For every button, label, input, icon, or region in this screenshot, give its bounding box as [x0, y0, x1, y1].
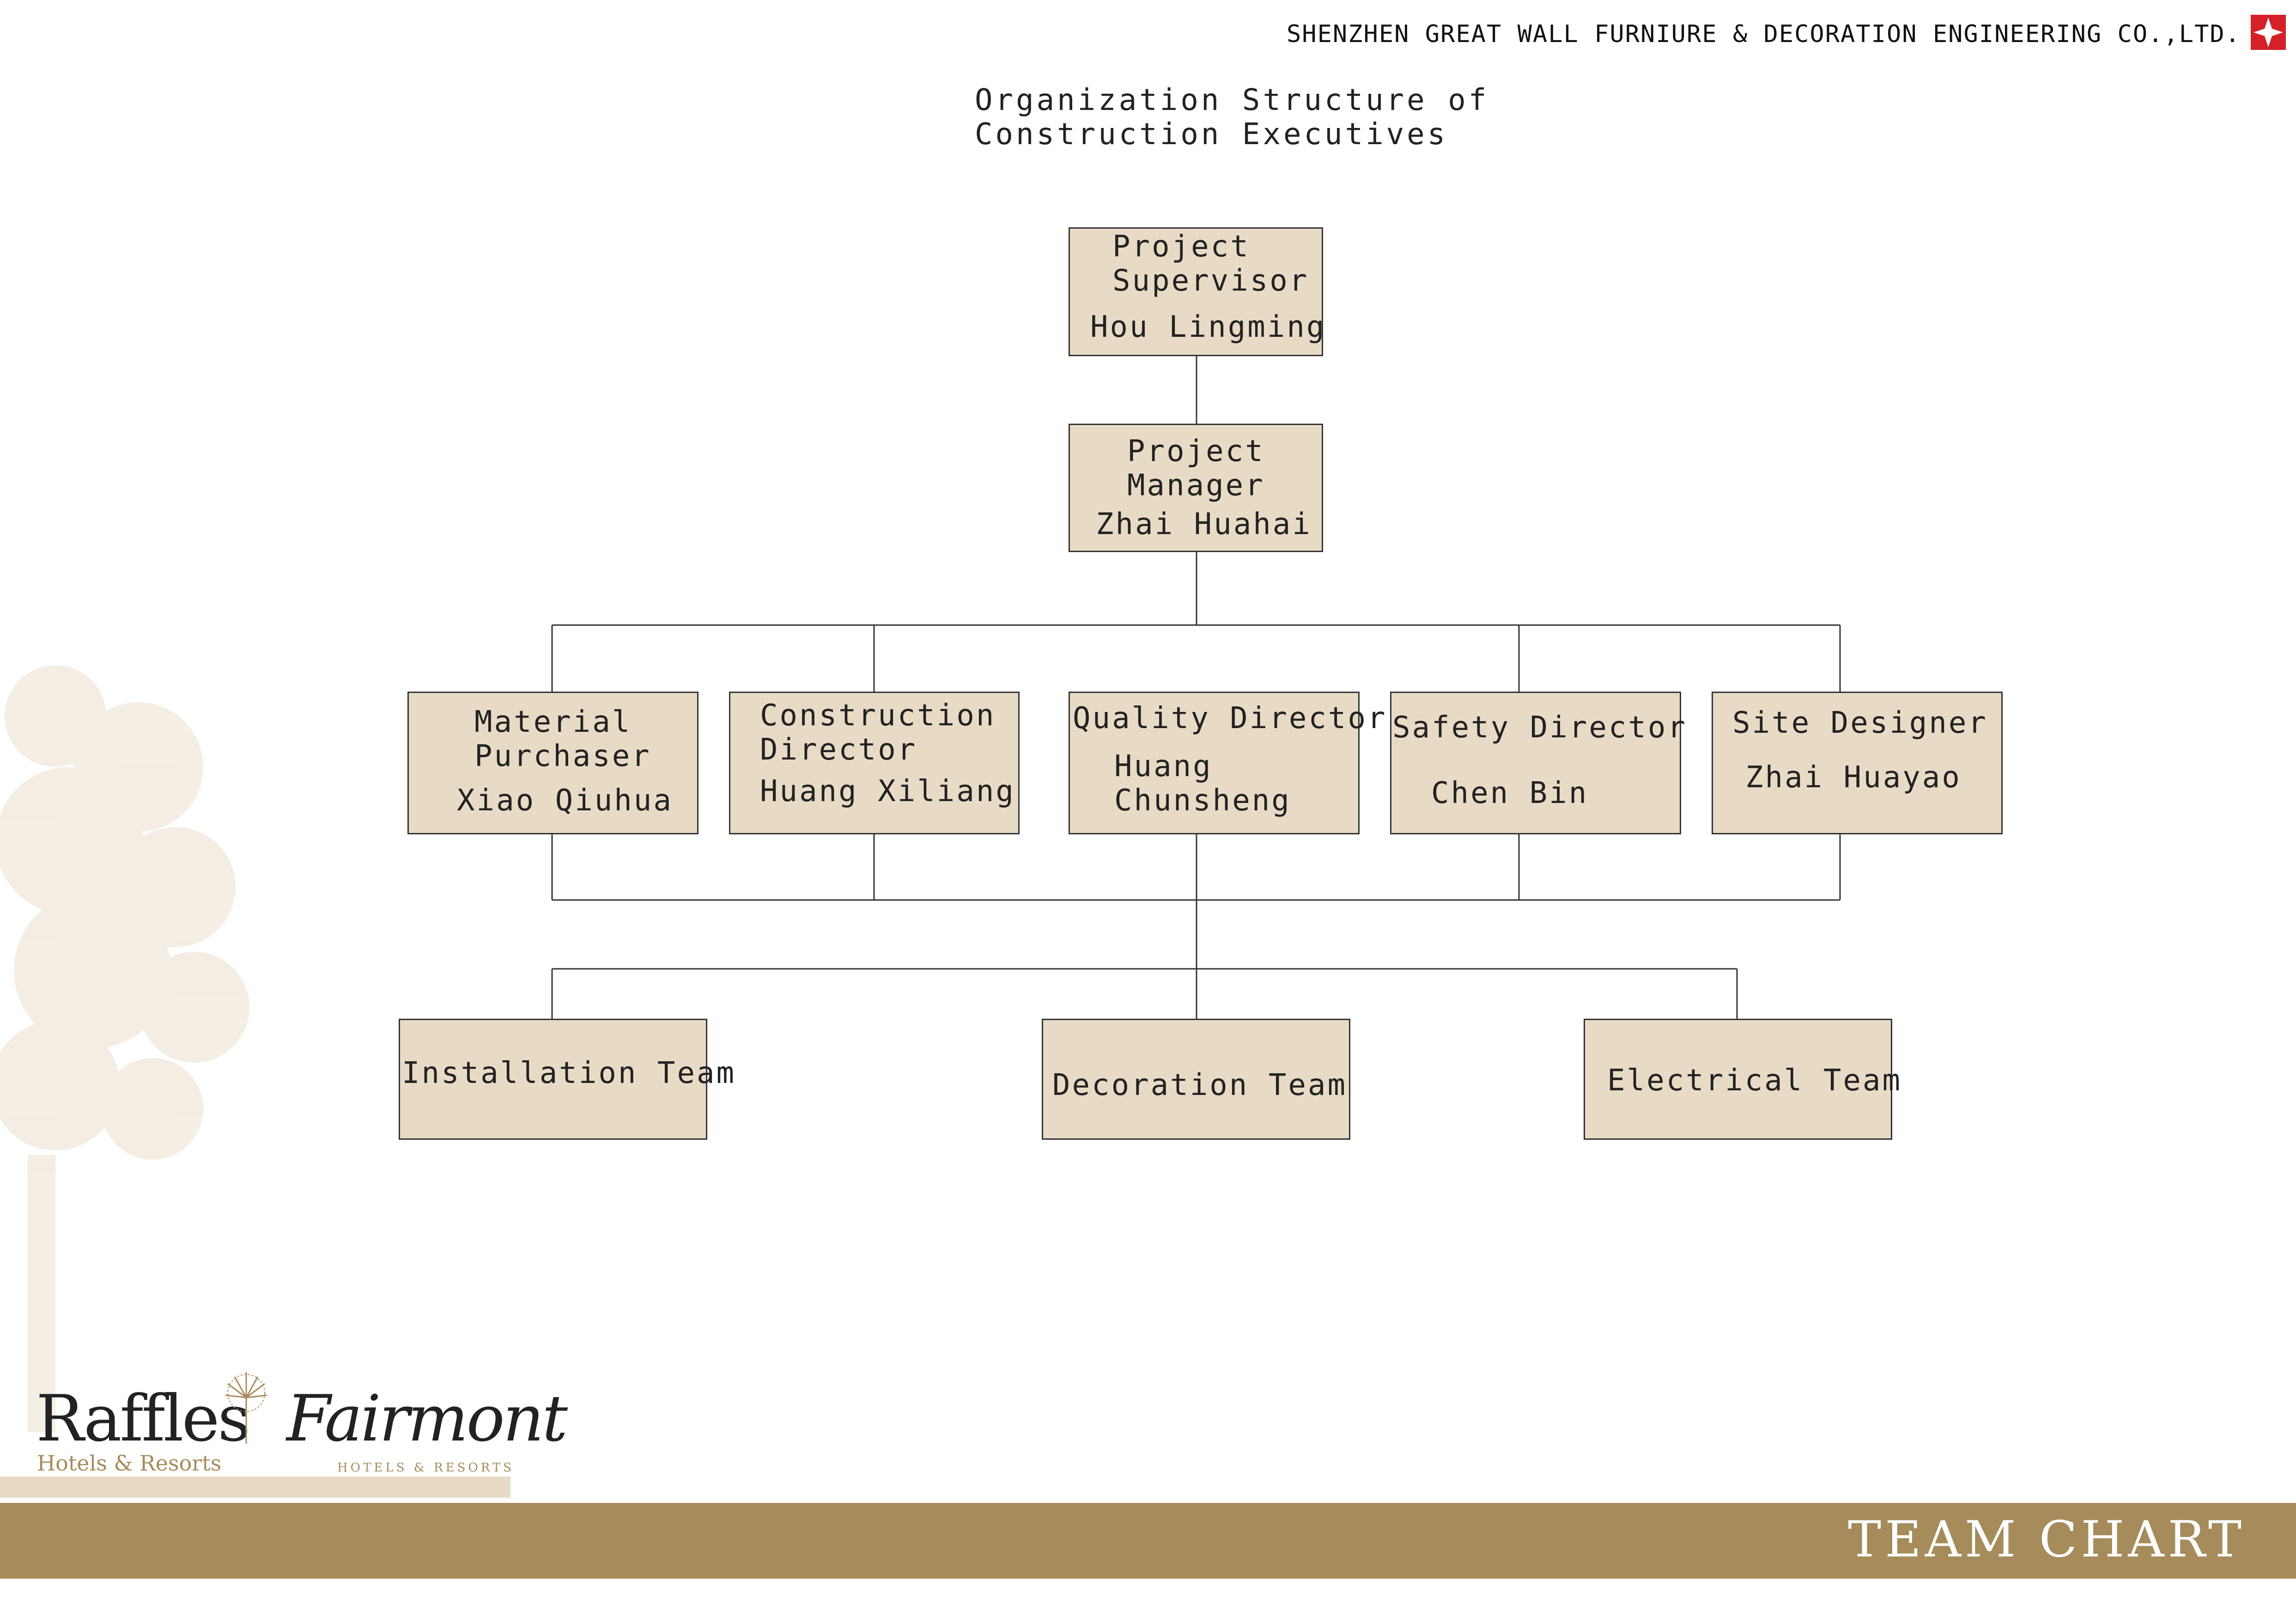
node-person: Zhai Huayao [1745, 760, 1962, 795]
chart-title: Organization Structure of Construction E… [975, 83, 1489, 152]
node-role: Director [760, 733, 917, 767]
node-role: Quality Director [1073, 701, 1387, 736]
node-person: Huang Xiliang [760, 774, 1015, 808]
node-quality-director: Quality Director Huang Chunsheng [1069, 692, 1385, 834]
decorative-watermark [0, 665, 249, 1432]
node-material-purchaser: Material Purchaser Xiao Qiuhua [407, 692, 699, 834]
node-person: Chen Bin [1431, 776, 1589, 810]
node-safety-director: Safety Director Chen Bin [1390, 692, 1685, 834]
node-label: Installation Team [402, 1056, 736, 1090]
node-role: Safety Director [1392, 711, 1687, 745]
node-label: Electrical Team [1607, 1064, 1902, 1098]
node-site-designer: Site Designer Zhai Huayao [1712, 692, 2003, 834]
node-role: Material [474, 705, 632, 739]
node-decoration-team: Decoration Team [1042, 1019, 1350, 1140]
raffles-tagline: Hotels & Resorts [37, 1451, 222, 1476]
node-person: Zhai Huahai [1096, 507, 1312, 541]
chart-title-line1: Organization Structure of [975, 83, 1489, 117]
node-electrical-team: Electrical Team [1584, 1019, 1900, 1140]
node-role: Project [1112, 230, 1250, 264]
company-logo-icon [2251, 15, 2286, 50]
node-role: Project [1127, 434, 1265, 468]
footer-label: TEAM CHART [1847, 1511, 2245, 1568]
raffles-tree-icon [225, 1372, 267, 1444]
node-role: Supervisor [1112, 264, 1309, 298]
raffles-logo: Raffles [36, 1381, 250, 1456]
node-role: Purchaser [474, 739, 651, 773]
fairmont-logo: Fairmont [286, 1381, 568, 1456]
company-name: SHENZHEN GREAT WALL FURNIURE & DECORATIO… [1286, 20, 2241, 48]
node-person: Huang [1114, 749, 1213, 784]
logo-strip [0, 1477, 510, 1498]
node-project-manager: Project Manager Zhai Huahai [1069, 424, 1323, 552]
node-label: Decoration Team [1052, 1068, 1347, 1102]
chart-title-line2: Construction Executives [975, 117, 1448, 152]
footer-bar [0, 1503, 2296, 1579]
node-installation-team: Installation Team [399, 1019, 734, 1140]
node-person: Chunsheng [1114, 784, 1291, 818]
node-project-supervisor: Project Supervisor Hou Lingming [1069, 227, 1326, 356]
node-role: Site Designer [1732, 706, 1988, 740]
node-role: Construction [760, 699, 996, 733]
fairmont-tagline: HOTELS & RESORTS [337, 1461, 515, 1475]
node-person: Xiao Qiuhua [457, 784, 673, 818]
node-role: Manager [1127, 468, 1265, 503]
node-person: Hou Lingming [1090, 310, 1326, 344]
node-construction-director: Construction Director Huang Xiliang [729, 692, 1020, 834]
